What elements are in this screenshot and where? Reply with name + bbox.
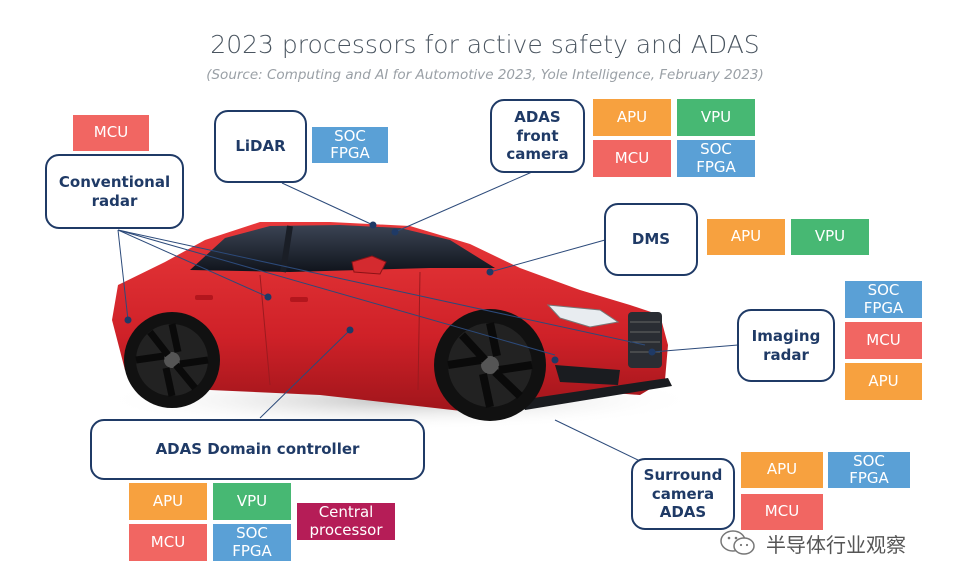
adas-domain-controller-chip-mcu: MCU (129, 524, 207, 561)
surround-camera-adas-chip-mcu: MCU (741, 494, 823, 530)
adas-domain-controller-chip-apu: APU (129, 483, 207, 520)
front-wheel (434, 309, 546, 421)
grille (628, 312, 662, 368)
diagram-subtitle: (Source: Computing and AI for Automotive… (206, 67, 764, 83)
wechat-icon (720, 530, 755, 555)
adas-domain-controller-box: ADAS Domain controller (90, 419, 425, 480)
dms-chip-vpu: VPU (791, 219, 869, 255)
connector-lines (117, 171, 739, 462)
imaging-radar-chip-apu: APU (845, 363, 922, 400)
conventional-radar-chip-mcu: MCU (73, 115, 149, 151)
adas-front-camera-chip-apu: APU (593, 99, 671, 136)
headlight (546, 304, 620, 328)
sensor-dots (124, 221, 656, 364)
adas-front-camera-chip-mcu: MCU (593, 140, 671, 177)
surround-camera-adas-chip-apu: APU (741, 452, 823, 488)
front-vent (555, 365, 620, 385)
dms-box: DMS (604, 203, 698, 276)
b-pillar (280, 225, 293, 273)
lidar-box: LiDAR (214, 110, 307, 183)
watermark: 半导体行业观察 (718, 528, 906, 558)
diagram-title: 2023 processors for active safety and AD… (210, 30, 760, 59)
adas-front-camera-chip-vpu: VPU (677, 99, 755, 136)
watermark-text: 半导体行业观察 (766, 532, 906, 557)
side-mirror (351, 255, 387, 275)
front-splitter (520, 378, 672, 410)
imaging-radar-chip-mcu: MCU (845, 322, 922, 359)
car-windows (190, 225, 495, 272)
dms-chip-apu: APU (707, 219, 785, 255)
rear-wheel (124, 312, 220, 408)
adas-domain-controller-chip-vpu: VPU (213, 483, 291, 520)
